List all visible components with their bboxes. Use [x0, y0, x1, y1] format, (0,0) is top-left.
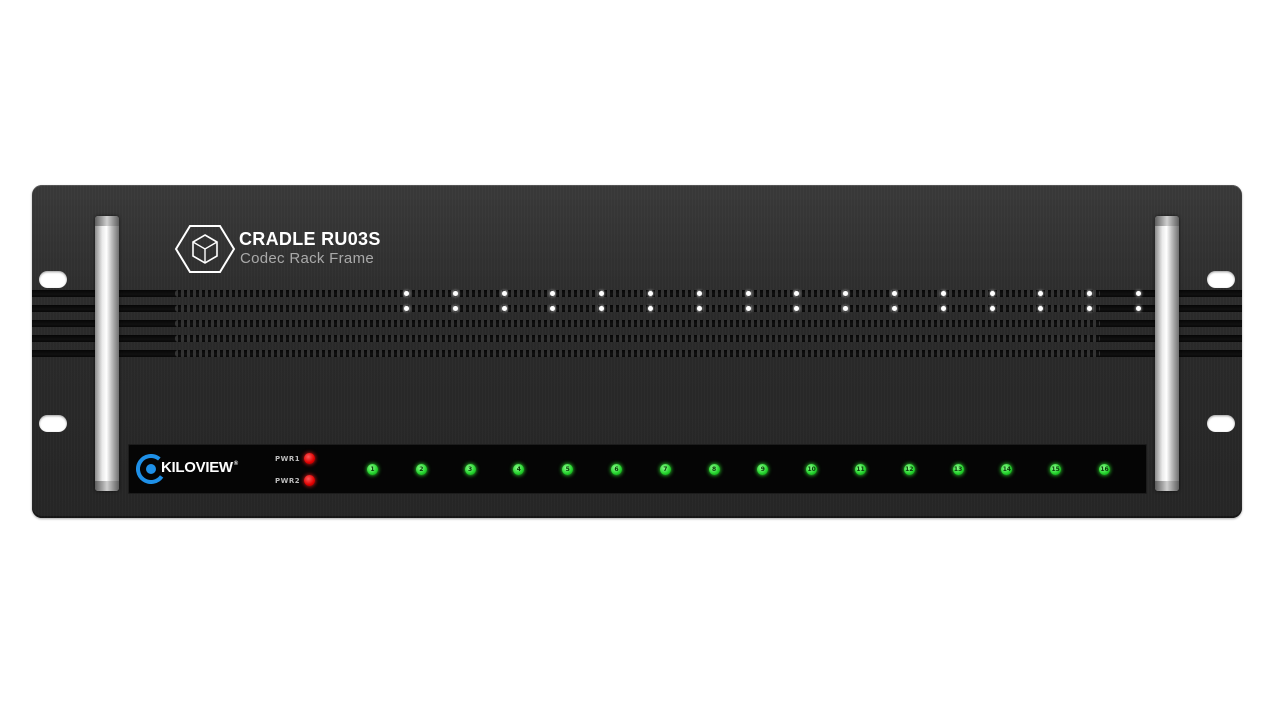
channel-led-4: 4: [513, 464, 525, 475]
slot-led-16-2: [1136, 306, 1141, 311]
brand-name-text: KILOVIEW: [161, 459, 233, 476]
vent-holes-row-2: [175, 305, 1100, 312]
slot-led-15-2: [1087, 306, 1093, 311]
channel-led-6: 6: [611, 464, 622, 475]
slot-led-9-2: [794, 306, 800, 311]
slot-led-13-2: [989, 306, 995, 311]
slot-led-1-1: [404, 291, 409, 296]
channel-led-14: 14: [1001, 464, 1013, 475]
slot-led-12-1: [940, 291, 946, 296]
slot-led-1-2: [404, 306, 409, 311]
vent-holes-row-3: [175, 320, 1100, 327]
channel-led-2: 2: [415, 464, 427, 475]
slot-led-2-1: [452, 291, 458, 296]
slot-led-6-2: [648, 306, 653, 311]
slot-led-7-2: [696, 306, 702, 311]
slot-led-8-2: [745, 306, 751, 311]
vent-holes-row-5: [175, 350, 1100, 357]
slot-led-4-2: [550, 306, 556, 311]
pwr1-led: [304, 453, 315, 464]
slot-led-5-2: [599, 306, 605, 311]
slot-led-15-1: [1087, 291, 1093, 296]
slot-led-14-2: [1038, 306, 1044, 311]
slot-led-10-1: [843, 291, 849, 296]
channel-led-12: 12: [903, 464, 915, 475]
channel-led-5: 5: [562, 464, 574, 475]
slot-led-11-1: [892, 291, 897, 296]
slot-led-14-1: [1038, 291, 1044, 296]
registered-mark: ®: [233, 461, 238, 467]
rack-handle-left[interactable]: [95, 216, 119, 491]
slot-led-6-1: [648, 291, 653, 296]
channel-led-16: 16: [1099, 464, 1110, 475]
slot-led-10-2: [843, 306, 849, 311]
channel-led-11: 11: [855, 464, 866, 475]
product-model-title: CRADLE RU03S: [239, 229, 381, 249]
slot-led-11-2: [892, 306, 897, 311]
rack-frame-chassis: CRADLE RU03S Codec Rack Frame KILOVIEW® …: [32, 185, 1242, 518]
rack-mount-hole-bottom-right: [1207, 415, 1235, 432]
brand-name: KILOVIEW®: [161, 459, 238, 476]
kiloview-brand-icon: [136, 454, 166, 484]
pwr2-label: PWR2: [275, 477, 301, 485]
channel-led-13: 13: [952, 464, 964, 475]
pwr2-led: [304, 475, 315, 486]
channel-led-10: 10: [806, 464, 818, 475]
hexagon-cube-logo-icon: [174, 225, 236, 273]
slot-led-4-1: [550, 291, 556, 296]
pwr1-label: PWR1: [275, 455, 301, 463]
slot-led-13-1: [989, 291, 995, 296]
slot-led-9-1: [794, 291, 800, 296]
slot-led-5-1: [599, 291, 605, 296]
slot-led-7-1: [696, 291, 702, 296]
rack-mount-hole-top-left: [39, 271, 67, 288]
slot-led-3-2: [501, 306, 507, 311]
slot-led-16-1: [1136, 291, 1141, 296]
product-subtitle: Codec Rack Frame: [240, 250, 375, 267]
channel-led-8: 8: [708, 464, 720, 475]
channel-led-1: 1: [367, 464, 378, 475]
channel-led-9: 9: [757, 464, 769, 475]
slot-led-3-1: [501, 291, 507, 296]
vent-holes-row-4: [175, 335, 1100, 342]
channel-led-7: 7: [659, 464, 671, 475]
channel-led-15: 15: [1050, 464, 1062, 475]
slot-led-12-2: [940, 306, 946, 311]
rack-handle-right[interactable]: [1155, 216, 1179, 491]
rack-mount-hole-bottom-left: [39, 415, 67, 432]
vent-holes-row-1: [175, 290, 1100, 297]
channel-led-3: 3: [464, 464, 476, 475]
slot-led-2-2: [452, 306, 458, 311]
slot-led-8-1: [745, 291, 751, 296]
rack-mount-hole-top-right: [1207, 271, 1235, 288]
